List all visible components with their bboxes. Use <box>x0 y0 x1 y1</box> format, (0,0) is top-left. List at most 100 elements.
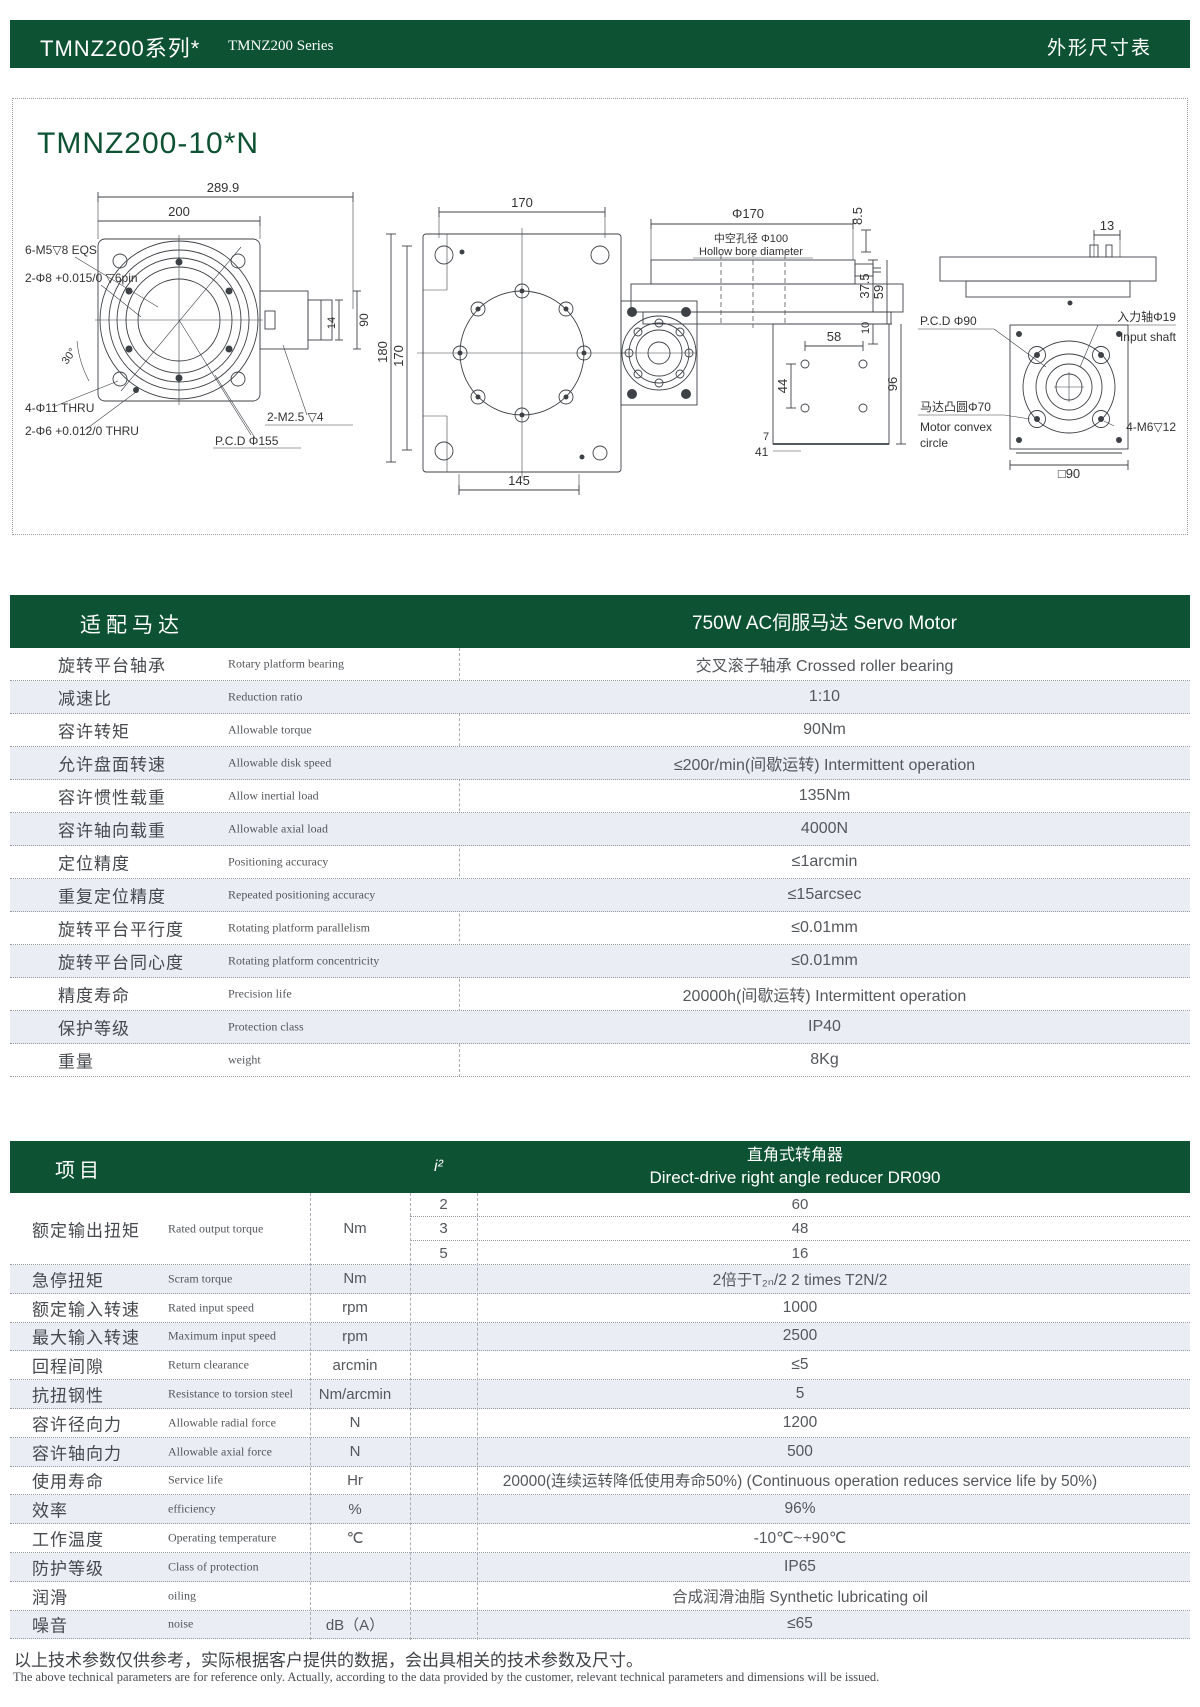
svg-text:8.5: 8.5 <box>850 207 865 225</box>
spec-label-cn: 急停扭矩 <box>32 1271 104 1291</box>
spec-label-en: Rated input speed <box>168 1300 254 1315</box>
spec-value: 96% <box>784 1500 816 1518</box>
torque-sub-row: 5 16 <box>410 1241 1190 1265</box>
table-row: 精度寿命 Precision life 20000h(间歇运转) Intermi… <box>10 978 1190 1011</box>
spec-label-cn: 润滑 <box>32 1588 68 1608</box>
spec-unit: rpm <box>342 1327 368 1345</box>
svg-text:P.C.D Φ155: P.C.D Φ155 <box>215 434 279 448</box>
spec-value: ≤15arcsec <box>787 886 862 903</box>
spec-label-cn: 容许转矩 <box>58 722 130 742</box>
spec-value: ≤5 <box>791 1356 809 1374</box>
svg-text:circle: circle <box>920 436 948 450</box>
table2-ratio-column-header: i² <box>434 1158 443 1175</box>
table-row: 抗扭钢性 Resistance to torsion steel Nm/arcm… <box>10 1380 1190 1409</box>
table1-title: 适配马达 <box>80 614 184 637</box>
svg-text:96: 96 <box>885 377 900 391</box>
spec-unit: N <box>349 1414 361 1432</box>
spec-label-en: weight <box>228 1052 261 1067</box>
ratio-value: 5 <box>439 1244 448 1262</box>
svg-text:□90: □90 <box>1058 466 1080 481</box>
ratio-value: 2 <box>439 1196 448 1213</box>
table2-column-divider-2 <box>410 1193 411 1640</box>
table-row: 允许盘面转速 Allowable disk speed ≤200r/min(间歇… <box>10 747 1190 780</box>
spec-value: ≤0.01mm <box>791 919 858 936</box>
svg-text:7: 7 <box>763 431 769 443</box>
spec-unit: Nm <box>343 1270 367 1288</box>
page-header-bar: TMNZ200系列* TMNZ200 Series 外形尺寸表 <box>10 20 1190 68</box>
table-row: 重复定位精度 Repeated positioning accuracy ≤15… <box>10 879 1190 912</box>
svg-text:289.9: 289.9 <box>207 180 240 195</box>
table2-column-divider-3 <box>477 1193 478 1640</box>
svg-text:4-M6▽12: 4-M6▽12 <box>1126 420 1176 434</box>
spec-label-en: Rotating platform parallelism <box>228 920 370 935</box>
table-row: 减速比 Reduction ratio 1:10 <box>10 681 1190 714</box>
spec-value: 2倍于T₂ₙ/2 2 times T2N/2 <box>712 1271 888 1289</box>
series-title-cn: TMNZ200系列* <box>40 36 201 61</box>
rated-output-torque-row: 额定输出扭矩 Rated output torque Nm 2 60 3 48 <box>10 1193 1190 1265</box>
svg-text:37.5: 37.5 <box>857 273 872 298</box>
svg-text:中空孔径 Φ100: 中空孔径 Φ100 <box>714 231 788 245</box>
spec-label-cn: 防护等级 <box>32 1559 104 1579</box>
table-row: 旋转平台轴承 Rotary platform bearing 交叉滚子轴承 Cr… <box>10 648 1190 681</box>
spec-label-en: Repeated positioning accuracy <box>228 887 376 902</box>
spec-label-cn: 噪音 <box>32 1616 68 1636</box>
reducer-title-en: Direct-drive right angle reducer DR090 <box>649 1167 941 1187</box>
table2-rows: 急停扭矩 Scram torque Nm 2倍于T₂ₙ/2 2 times T2… <box>10 1265 1190 1640</box>
table-row: 容许转矩 Allowable torque 90Nm <box>10 714 1190 747</box>
spec-label-cn: 容许惯性载重 <box>58 788 166 808</box>
spec-label-cn: 最大输入转速 <box>32 1328 140 1348</box>
header-right-label: 外形尺寸表 <box>1046 38 1152 59</box>
spec-label-en: Protection class <box>228 1019 304 1034</box>
spec-label-cn: 旋转平台轴承 <box>58 656 166 676</box>
torque-sub-rows: 2 60 3 48 5 16 <box>410 1193 1190 1264</box>
spec-label-en: Allowable axial load <box>228 821 328 836</box>
torque-sub-row: 2 60 <box>410 1193 1190 1217</box>
svg-text:14: 14 <box>326 317 338 329</box>
spec-value: 1:10 <box>808 688 841 705</box>
table1-header: 适配马达 750W AC伺服马达 Servo Motor <box>10 595 1190 648</box>
spec-label-cn: 工作温度 <box>32 1530 104 1550</box>
svg-text:170: 170 <box>511 195 533 210</box>
svg-text:入力轴Φ19: 入力轴Φ19 <box>1117 309 1176 324</box>
spec-value: ≤1arcmin <box>791 853 858 870</box>
spec-value: 交叉滚子轴承 Crossed roller bearing <box>695 658 954 675</box>
table-row: 额定输入转速 Rated input speed rpm 1000 <box>10 1294 1190 1323</box>
table-row: 最大输入转速 Maximum input speed rpm 2500 <box>10 1322 1190 1352</box>
spec-value: 5 <box>795 1385 805 1403</box>
svg-text:30°: 30° <box>60 346 79 367</box>
spec-label-en: Allowable torque <box>228 722 312 737</box>
spec-unit: Nm/arcmin <box>318 1385 392 1403</box>
torque-value: 16 <box>791 1244 809 1262</box>
svg-text:13: 13 <box>1100 218 1114 233</box>
ratio-value: 3 <box>439 1220 448 1237</box>
table-row: 容许轴向力 Allowable axial force N 500 <box>10 1437 1190 1467</box>
table-row: 噪音 noise dB（A） ≤65 <box>10 1610 1190 1640</box>
spec-label-en: Rotary platform bearing <box>228 656 344 671</box>
spec-label-en: Allowable radial force <box>168 1415 276 1430</box>
svg-text:41: 41 <box>755 445 769 459</box>
svg-text:Input shaft: Input shaft <box>1120 330 1177 344</box>
svg-text:200: 200 <box>168 204 190 219</box>
reducer-title-cn: 直角式转角器 <box>746 1147 843 1164</box>
side-view-drawing: Φ170 8.5 中空孔径 Φ100 Hollow bore diameter … <box>630 206 906 459</box>
spec-label-en: Class of protection <box>168 1559 259 1574</box>
spec-label-en: efficiency <box>168 1501 216 1516</box>
spec-label-en: Reduction ratio <box>228 689 303 704</box>
svg-text:P.C.D Φ90: P.C.D Φ90 <box>920 314 977 328</box>
svg-text:2-M2.5 ▽4: 2-M2.5 ▽4 <box>267 410 324 424</box>
svg-text:44: 44 <box>775 379 790 393</box>
spec-label-cn: 额定输入转速 <box>32 1300 140 1320</box>
spec-value: ≤0.01mm <box>791 952 858 969</box>
table-row: 工作温度 Operating temperature ℃ -10℃~+90℃ <box>10 1524 1190 1553</box>
spec-value: 2500 <box>782 1327 818 1345</box>
spec-label-cn: 旋转平台平行度 <box>58 920 184 940</box>
torque-value: 60 <box>791 1196 809 1213</box>
spec-label-en: oiling <box>168 1588 197 1603</box>
svg-text:59: 59 <box>871 285 886 299</box>
svg-text:Motor convex: Motor convex <box>920 420 992 434</box>
svg-text:6-M5▽8 EQS: 6-M5▽8 EQS <box>25 243 97 257</box>
table-row: 防护等级 Class of protection IP65 <box>10 1552 1190 1582</box>
svg-text:170: 170 <box>391 345 406 367</box>
torque-value: 48 <box>791 1220 809 1237</box>
table-row: 旋转平台同心度 Rotating platform concentricity … <box>10 945 1190 978</box>
